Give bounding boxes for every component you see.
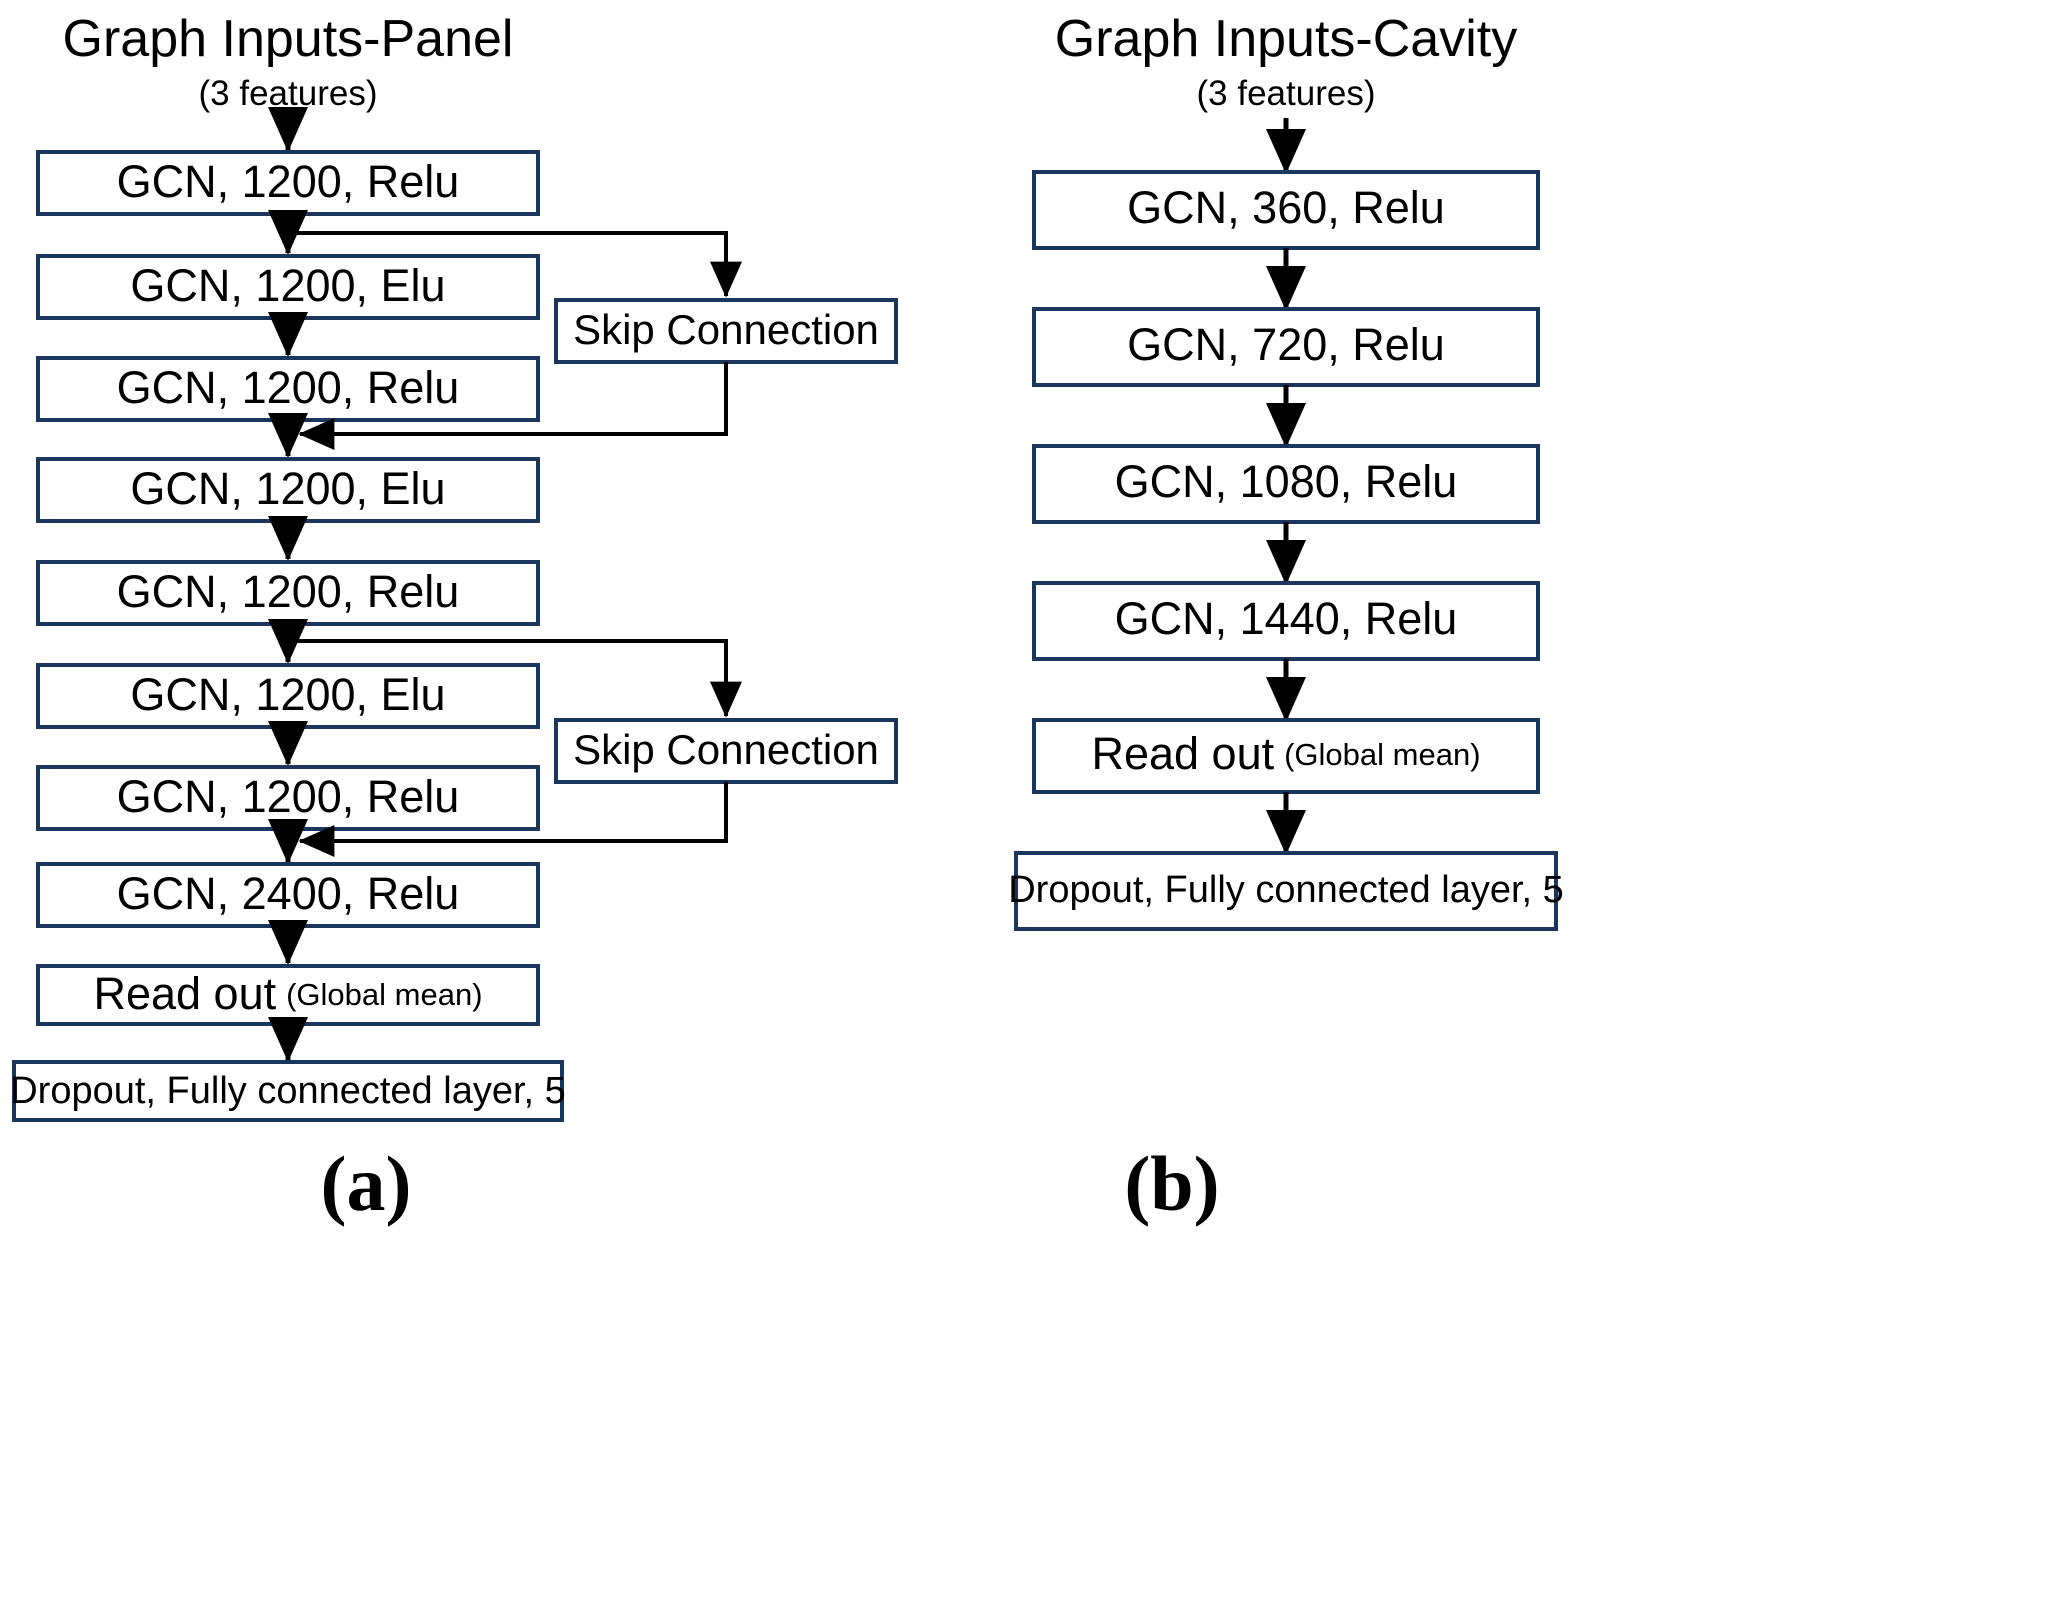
node-p10-label: Dropout, Fully connected layer, 5: [10, 1070, 566, 1112]
node-c1-label: GCN, 360, Relu: [1127, 182, 1445, 233]
node-p9[interactable]: [36, 964, 540, 1026]
edge-skip2-in: [288, 639, 742, 718]
node-c3[interactable]: [1032, 444, 1540, 524]
panel-a-title: Graph Inputs-Panel: [63, 10, 514, 68]
node-p2[interactable]: [36, 254, 540, 320]
node-p7[interactable]: [36, 765, 540, 831]
node-c3-label: GCN, 1080, Relu: [1115, 456, 1458, 507]
node-p3-label: GCN, 1200, Relu: [117, 362, 460, 413]
node-p9-label: Read out (Global mean): [93, 968, 482, 1019]
panel-b-caption: (b): [1124, 1140, 1219, 1227]
node-c5-title: Read out: [1091, 728, 1274, 779]
node-p4-label: GCN, 1200, Elu: [130, 463, 445, 514]
node-p8-label: GCN, 2400, Relu: [117, 868, 460, 919]
panel-a-subtitle: (3 features): [199, 74, 378, 113]
node-p7-label: GCN, 1200, Relu: [117, 771, 460, 822]
node-c4-label: GCN, 1440, Relu: [1115, 593, 1458, 644]
edge-skip1-out: [298, 362, 728, 450]
node-c4[interactable]: [1032, 581, 1540, 661]
node-c5-note: (Global mean): [1284, 737, 1480, 772]
panel-a-group: Graph Inputs-Panel (3 features) GCN, 120…: [10, 10, 898, 1227]
node-p6-label: GCN, 1200, Elu: [130, 669, 445, 720]
node-c5[interactable]: [1032, 718, 1540, 794]
node-c6-label: Dropout, Fully connected layer, 5: [1008, 869, 1564, 911]
edge-skip2-out: [298, 782, 728, 857]
node-skip-connection-1[interactable]: [554, 298, 898, 364]
panel-a-caption: (a): [321, 1140, 412, 1227]
node-p4[interactable]: [36, 457, 540, 523]
node-c2-label: GCN, 720, Relu: [1127, 319, 1445, 370]
node-p5[interactable]: [36, 560, 540, 626]
node-p9-note: (Global mean): [286, 977, 482, 1012]
panel-b-group: Graph Inputs-Cavity (3 features) GCN, 36…: [1008, 10, 1564, 1227]
panel-b-title: Graph Inputs-Cavity: [1055, 10, 1517, 68]
node-p8[interactable]: [36, 862, 540, 928]
edge-skip1-in: [288, 231, 742, 298]
node-c6[interactable]: [1014, 851, 1558, 931]
node-c5-label: Read out (Global mean): [1091, 728, 1480, 779]
node-p1-label: GCN, 1200, Relu: [117, 156, 460, 207]
node-p5-label: GCN, 1200, Relu: [117, 566, 460, 617]
node-p2-label: GCN, 1200, Elu: [130, 260, 445, 311]
node-skip-connection-2-label: Skip Connection: [573, 726, 879, 773]
node-p6[interactable]: [36, 663, 540, 729]
panel-b-subtitle: (3 features): [1197, 74, 1376, 113]
node-skip-connection-1-label: Skip Connection: [573, 306, 879, 353]
node-p9-title: Read out: [93, 968, 276, 1019]
node-c2[interactable]: [1032, 307, 1540, 387]
node-p10[interactable]: [12, 1060, 564, 1122]
